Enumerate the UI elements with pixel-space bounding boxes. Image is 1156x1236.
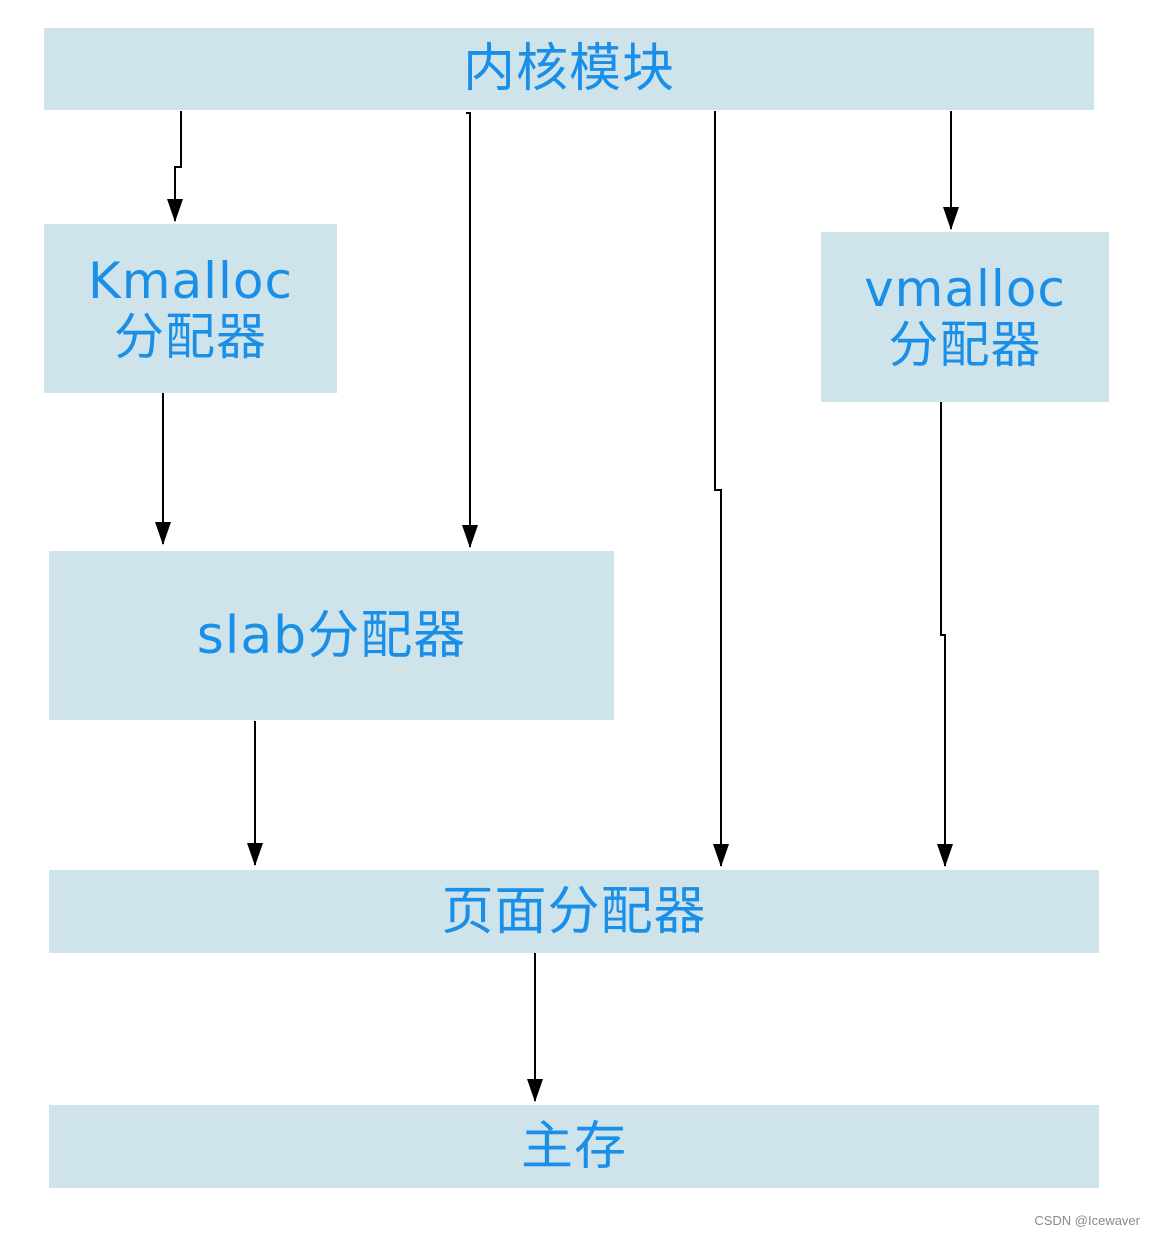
vmalloc-allocator-node: vmalloc 分配器 xyxy=(821,232,1109,402)
page-allocator-node: 页面分配器 xyxy=(49,870,1099,953)
kmalloc-allocator-node: Kmalloc 分配器 xyxy=(44,224,337,393)
watermark: CSDN @Icewaver xyxy=(1034,1213,1140,1228)
kmalloc-label-line1: Kmalloc xyxy=(88,251,293,310)
kmalloc-label-group: Kmalloc 分配器 xyxy=(88,253,293,365)
kernel-module-label: 内核模块 xyxy=(462,39,675,99)
kernel-module-node: 内核模块 xyxy=(44,28,1094,110)
arrowhead-vmalloc xyxy=(943,207,959,230)
arrowhead-memory xyxy=(527,1079,543,1102)
edge-kernel-to-kmalloc xyxy=(174,111,182,221)
arrowhead-page-from-kernel xyxy=(713,844,729,867)
slab-allocator-node: slab分配器 xyxy=(49,551,614,720)
arrowhead-slab-from-kmalloc xyxy=(155,522,171,545)
vmalloc-label-group: vmalloc 分配器 xyxy=(864,261,1066,373)
arrowhead-page-from-vmalloc xyxy=(937,844,953,867)
vmalloc-label-line2: 分配器 xyxy=(888,316,1042,374)
kmalloc-label-line2: 分配器 xyxy=(114,307,267,366)
slab-allocator-label: slab分配器 xyxy=(196,605,467,666)
main-memory-label: 主存 xyxy=(520,1116,627,1177)
vmalloc-label-line1: vmalloc xyxy=(864,260,1066,318)
arrowhead-slab-from-kernel xyxy=(462,525,478,548)
arrowhead-page-from-slab xyxy=(247,843,263,866)
main-memory-node: 主存 xyxy=(49,1105,1099,1188)
page-allocator-label: 页面分配器 xyxy=(441,881,707,942)
arrowhead-kmalloc xyxy=(167,199,183,222)
edge-vmalloc-to-page xyxy=(940,402,946,866)
edge-kernel-to-page xyxy=(714,111,722,866)
edge-kernel-to-slab xyxy=(466,112,471,547)
